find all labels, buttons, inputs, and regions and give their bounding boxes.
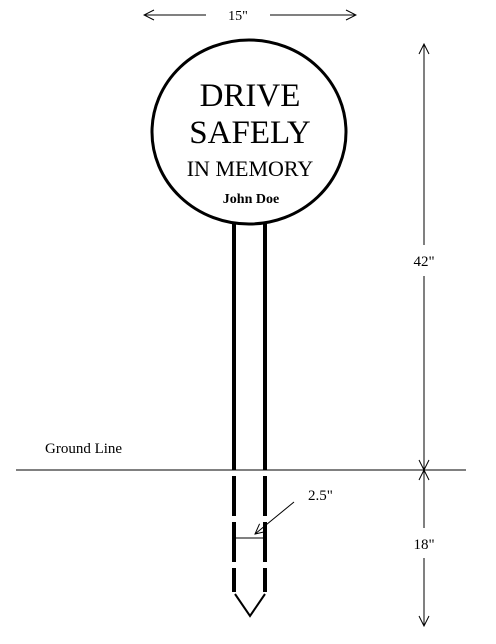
- ground-line-label: Ground Line: [45, 441, 122, 457]
- post-tip: [234, 593, 266, 618]
- post-below-ground: [232, 476, 267, 618]
- sign-name: John Doe: [223, 192, 279, 207]
- sign-line-in-memory: IN MEMORY: [187, 156, 314, 181]
- sign-line-safely: SAFELY: [189, 115, 310, 151]
- depth-below-ground-label: 18": [413, 537, 434, 553]
- width-dimension: 15": [144, 9, 356, 24]
- sign-line-drive: DRIVE: [200, 78, 301, 114]
- post-width-dimension: 2.5": [234, 488, 333, 539]
- ground-line: Ground Line: [16, 441, 466, 471]
- depth-below-ground-dimension: 18": [413, 470, 435, 626]
- height-above-ground-dimension: 42": [413, 44, 435, 470]
- width-dimension-label: 15": [228, 9, 248, 24]
- sign-face: [150, 38, 348, 226]
- post-width-label: 2.5": [308, 488, 333, 504]
- post-above-ground: [232, 223, 267, 470]
- height-above-ground-label: 42": [413, 254, 434, 270]
- round-sign: DRIVE SAFELY IN MEMORY John Doe: [150, 38, 348, 226]
